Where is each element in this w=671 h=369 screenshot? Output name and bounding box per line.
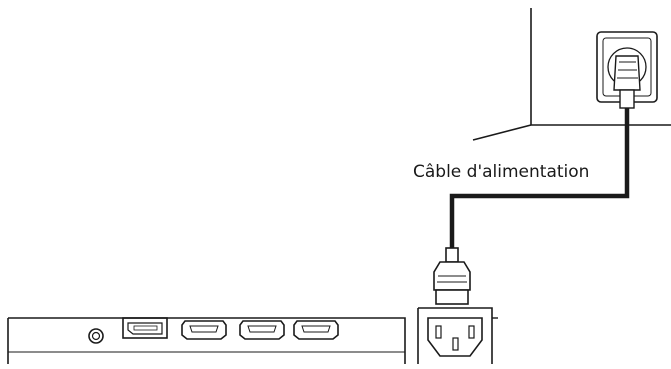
hdmi-port-3 [293,320,339,340]
iec-connector-plug [433,247,471,305]
hdmi-port-2 [239,320,285,340]
wall-corner [472,8,671,141]
device-back-panel [7,307,498,364]
power-cable-label: Câble d'alimentation [413,162,590,182]
power-cable [449,108,630,262]
audio-jack-port [88,328,104,344]
hdmi-port-1 [181,320,227,340]
wall-plug [613,55,641,109]
displayport-port [122,317,168,339]
iec-power-inlet [427,317,483,357]
